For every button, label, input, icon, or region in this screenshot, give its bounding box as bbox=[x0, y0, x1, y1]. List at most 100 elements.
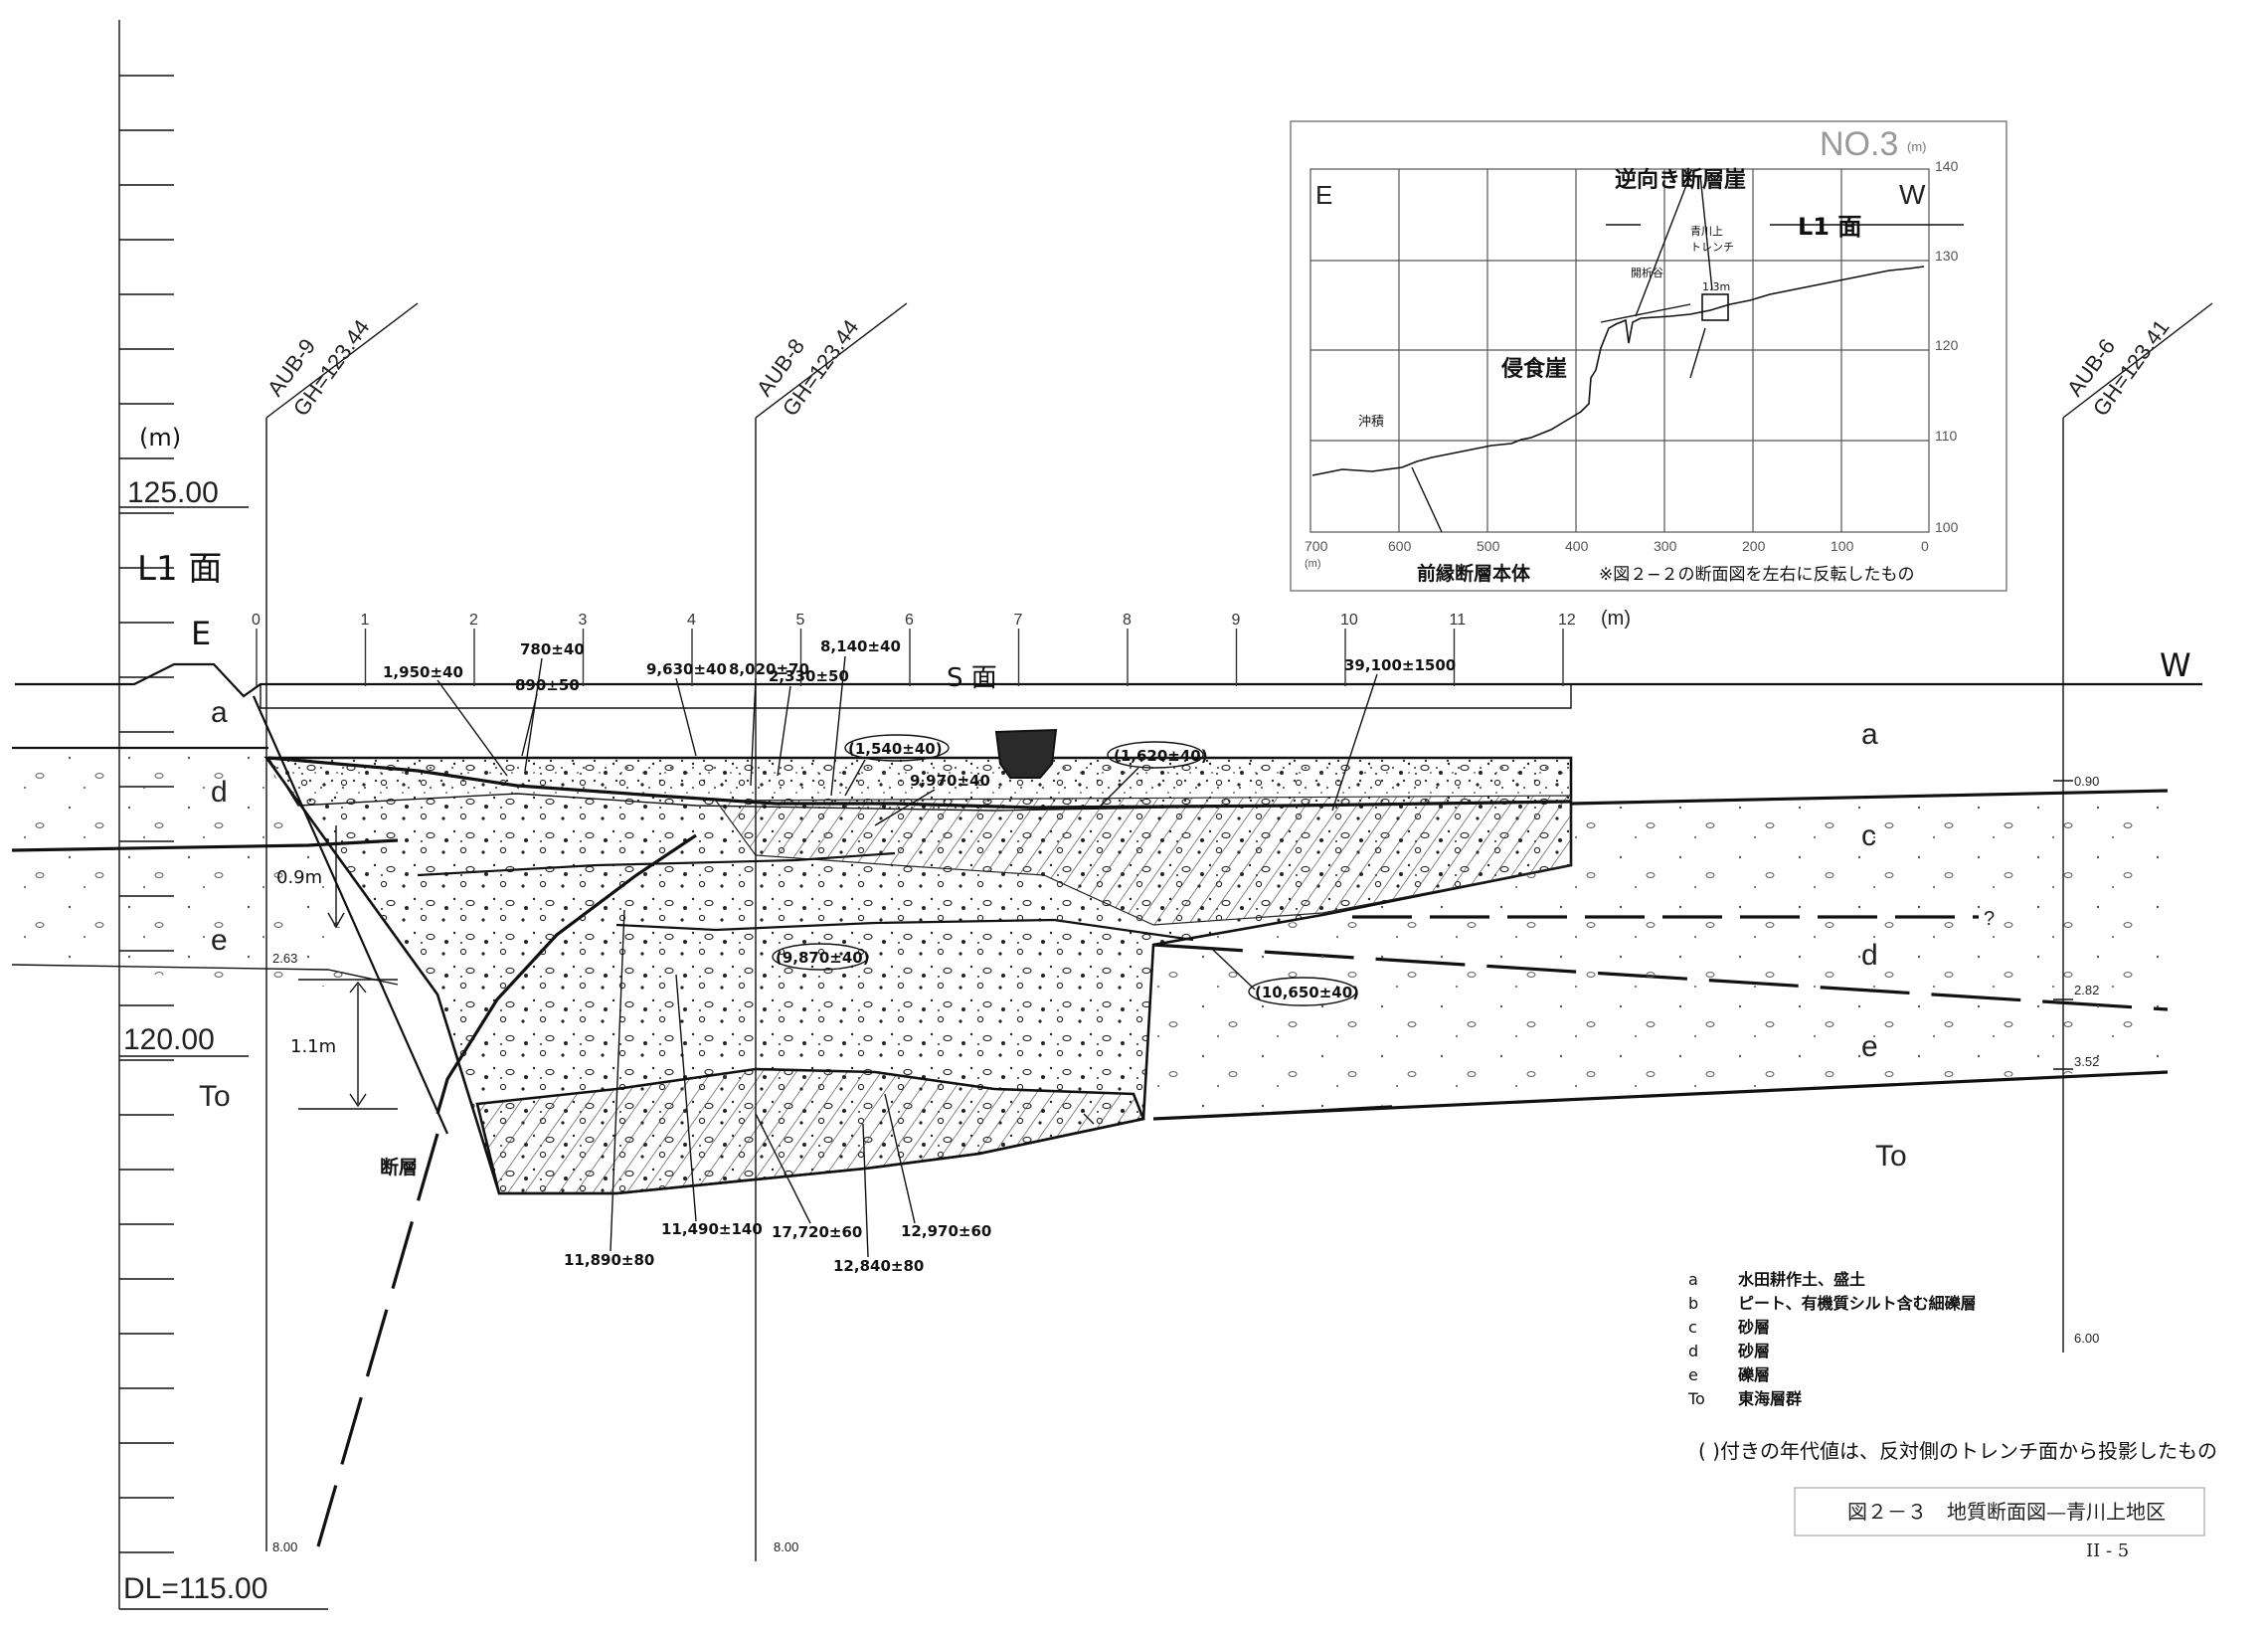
distance-tick-label: 3 bbox=[579, 612, 588, 629]
distance-tick-label: 10 bbox=[1340, 612, 1358, 629]
inset-title: NO.3 bbox=[1820, 125, 1898, 163]
date-label: 17,720±60 bbox=[772, 1223, 862, 1241]
layer-question: ? bbox=[1984, 908, 1995, 930]
date-label: 8,140±40 bbox=[820, 637, 901, 655]
layer-a-left: a bbox=[211, 696, 228, 729]
distance-tick-label: 1 bbox=[361, 612, 370, 629]
inset-y-tick: 130 bbox=[1935, 248, 1959, 264]
date-label: 12,970±60 bbox=[901, 1222, 991, 1240]
fault-label: 断層 bbox=[380, 1156, 418, 1178]
layer-labels: a d e To a c d e To ? bbox=[199, 696, 1995, 1173]
projection-note: ( )付きの年代値は、反対側のトレンチ面から投影したもの bbox=[1698, 1439, 2217, 1463]
elevation-unit: (m) bbox=[139, 424, 181, 452]
date-label: 12,840±80 bbox=[833, 1257, 924, 1275]
layer-to-left: To bbox=[199, 1080, 231, 1113]
east-label: E bbox=[191, 615, 211, 652]
legend-text: 砂層 bbox=[1738, 1318, 1770, 1337]
date-label: (1,540±40) bbox=[848, 740, 943, 758]
inset-trench-label-2: トレンチ bbox=[1690, 241, 1734, 254]
section-layers bbox=[11, 662, 2202, 1195]
inset-l1-label: L1 面 bbox=[1798, 213, 1861, 241]
legend-key: d bbox=[1688, 1342, 1698, 1360]
distance-tick-label: 11 bbox=[1450, 612, 1467, 629]
distance-tick-label: 7 bbox=[1014, 612, 1023, 629]
date-label: 8,020±70 bbox=[729, 660, 809, 678]
borehole-aub9-bottom: 8.00 bbox=[272, 1539, 297, 1554]
page-number: II - 5 bbox=[2086, 1540, 2129, 1561]
distance-tick-label: 4 bbox=[687, 612, 696, 629]
legend-key: c bbox=[1688, 1318, 1697, 1337]
inset-valley-label: 開析谷 bbox=[1631, 266, 1663, 279]
west-label: W bbox=[2160, 646, 2191, 684]
title-box bbox=[1794, 1487, 2205, 1537]
inset-scarp-label: 逆向き断層崖 bbox=[1615, 167, 1746, 193]
date-label: 9,630±40 bbox=[646, 660, 727, 678]
borehole-aub6-depth-1: 0.90 bbox=[2074, 774, 2099, 789]
borehole-aub6-bottom: 6.00 bbox=[2074, 1331, 2099, 1346]
inset-y-axis: 140 130 120 110 100 bbox=[1935, 158, 1959, 535]
inset-y-tick: 120 bbox=[1935, 337, 1959, 353]
legend-text: 水田耕作土、盛土 bbox=[1738, 1270, 1865, 1289]
date-label: 9,970±40 bbox=[910, 772, 990, 790]
borehole-aub8-bottom: 8.00 bbox=[774, 1539, 798, 1554]
inset-caption-note: ※図２−２の断面図を左右に反転したもの bbox=[1599, 565, 1915, 585]
legend-key: a bbox=[1688, 1270, 1698, 1289]
date-label: (1,620±40) bbox=[1114, 747, 1208, 765]
distance-tick-label: 6 bbox=[905, 612, 914, 629]
artifact-block bbox=[994, 728, 1058, 779]
date-label: 890±50 bbox=[515, 676, 580, 694]
distance-unit: (m) bbox=[1601, 608, 1631, 630]
legend-text: 東海層群 bbox=[1738, 1389, 1802, 1408]
l1-surface-label: L1 面 bbox=[137, 549, 222, 589]
inset-unit: (m) bbox=[1907, 139, 1927, 154]
inset-x-tick: 100 bbox=[1831, 538, 1854, 554]
inset-y-tick: 100 bbox=[1935, 519, 1959, 535]
date-label: 39,100±1500 bbox=[1344, 656, 1456, 674]
inset-x-axis: 700 600 500 400 300 200 100 0 (m) bbox=[1305, 538, 1929, 570]
fault-trace: 断層 bbox=[252, 695, 697, 1547]
inset-west: W bbox=[1899, 179, 1926, 210]
date-label: 11,490±140 bbox=[661, 1220, 763, 1238]
inset-trench-label-1: 青川上 bbox=[1690, 225, 1723, 238]
elevation-125: 125.00 bbox=[127, 476, 219, 509]
inset-erosion-scarp: 侵食崖 bbox=[1500, 356, 1567, 382]
offset-upper: 0.9m bbox=[276, 867, 322, 888]
datum-label: DL=115.00 bbox=[123, 1572, 267, 1605]
layer-e-left: e bbox=[211, 924, 228, 957]
inset-caption-main: 前縁断層本体 bbox=[1417, 562, 1531, 585]
layer-d-right: d bbox=[1861, 939, 1878, 972]
date-label: 1,950±40 bbox=[383, 663, 463, 681]
inset-x-unit: (m) bbox=[1305, 558, 1321, 570]
surface-labels: L1 面 E W S 面 (m) bbox=[137, 549, 2191, 693]
s-surface-label: S 面 bbox=[947, 663, 997, 693]
distance-tick-label: 9 bbox=[1232, 612, 1241, 629]
date-label: (10,650±40) bbox=[1255, 984, 1359, 1001]
inset-x-tick: 300 bbox=[1654, 538, 1677, 554]
inset-x-tick: 500 bbox=[1477, 538, 1500, 554]
distance-tick-label: 8 bbox=[1123, 612, 1132, 629]
inset-profile: NO.3 (m) E W 逆向き断層崖 L1 面 青川上 トレンチ 開析谷 1 bbox=[1290, 120, 2007, 592]
inset-x-tick: 400 bbox=[1565, 538, 1589, 554]
borehole-aub6-depth-3: 3.52 bbox=[2074, 1054, 2099, 1069]
offset-lower: 1.1m bbox=[290, 1036, 336, 1057]
layer-to-right: To bbox=[1875, 1140, 1907, 1173]
inset-x-tick: 700 bbox=[1305, 538, 1328, 554]
layer-a-right: a bbox=[1861, 718, 1878, 751]
layer-e-right: e bbox=[1861, 1030, 1878, 1063]
distance-tick-label: 2 bbox=[469, 612, 478, 629]
inset-y-tick: 110 bbox=[1935, 428, 1958, 444]
inset-offset: 1.3m bbox=[1702, 280, 1730, 293]
inset-x-tick: 0 bbox=[1921, 538, 1929, 554]
radiocarbon-dates: 1,950±40 780±40 890±50 9,630±40 8,020±70… bbox=[383, 637, 1456, 1275]
borehole-aub6-depth-2: 2.82 bbox=[2074, 983, 2099, 997]
offset-markers: 0.9m 1.1m bbox=[276, 825, 398, 1110]
elevation-120: 120.00 bbox=[123, 1023, 215, 1056]
date-leaders bbox=[436, 655, 1378, 1258]
inset-x-tick: 600 bbox=[1388, 538, 1412, 554]
date-label: 780±40 bbox=[520, 640, 585, 658]
legend-text: 礫層 bbox=[1738, 1365, 1770, 1384]
legend-key: To bbox=[1687, 1389, 1705, 1408]
inset-x-tick: 200 bbox=[1742, 538, 1766, 554]
